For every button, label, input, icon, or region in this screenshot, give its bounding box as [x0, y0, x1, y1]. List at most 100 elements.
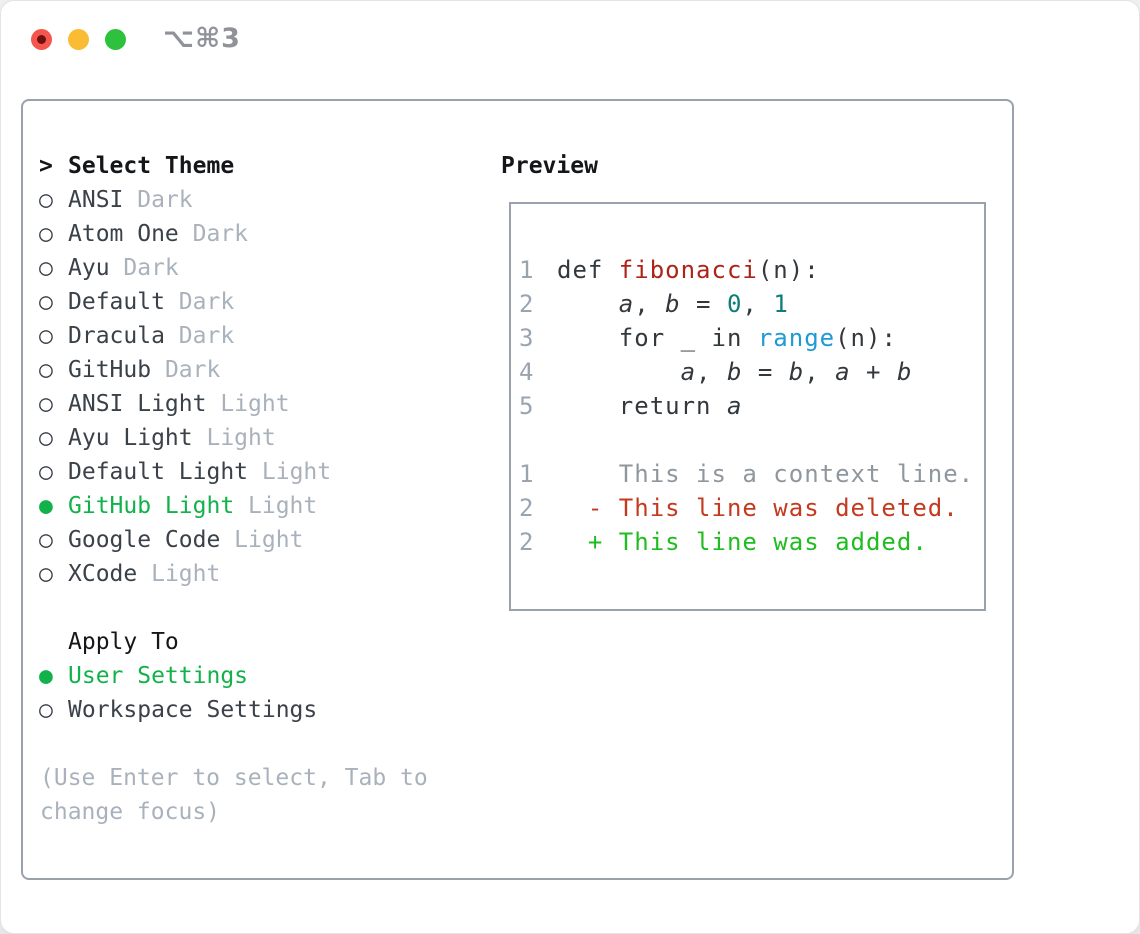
code-token — [557, 290, 619, 318]
theme-item[interactable]: ○Default Dark — [39, 285, 479, 319]
code-token: b — [896, 358, 913, 386]
code-token: a — [618, 290, 635, 318]
radio-icon: ○ — [39, 357, 53, 383]
theme-name: Default Light — [68, 459, 262, 485]
picker-header-row: > Select Theme — [39, 149, 479, 183]
theme-tag: Light — [248, 493, 318, 519]
theme-item[interactable]: ○Default Light Light — [39, 455, 479, 489]
radio-selected-icon: ● — [39, 493, 53, 519]
code-token: (n): — [835, 324, 897, 352]
code-token: 0 — [726, 290, 743, 318]
prompt-caret-icon: > — [39, 153, 53, 179]
code-token: , — [634, 290, 666, 318]
line-number: 1 — [519, 256, 534, 284]
diff-text: - This line was deleted. — [557, 494, 959, 522]
theme-item[interactable]: ○ ANSI Light Light — [39, 387, 479, 421]
theme-item[interactable]: ○ Dracula Dark — [39, 319, 479, 353]
diff-line: 2 + This line was added. — [519, 525, 984, 559]
apply-to-options: ● User Settings ○Workspace Settings — [39, 659, 479, 727]
radio-icon: ○ — [39, 255, 53, 281]
line-number: 2 — [519, 528, 534, 556]
code-line: 4 a, b = b, a + b — [519, 355, 984, 389]
theme-name: Ayu Light — [68, 425, 207, 451]
radio-icon: ○ — [39, 323, 53, 349]
line-number: 4 — [519, 358, 534, 386]
theme-picker-panel: >Select Theme ○ANSI Dark○Atom One Dark○A… — [21, 99, 1014, 880]
window-title: ⌥⌘3 — [163, 23, 241, 54]
code-token: + — [850, 358, 897, 386]
apply-to-option[interactable]: ○Workspace Settings — [39, 693, 479, 727]
code-token: a — [680, 358, 697, 386]
diff-text: This is a context line. — [557, 460, 975, 488]
theme-item[interactable]: ○ANSI Dark — [39, 183, 479, 217]
zoom-button[interactable] — [105, 29, 126, 50]
code-token: , — [696, 358, 727, 386]
code-token: for _ in — [557, 324, 758, 352]
theme-item[interactable]: ○XCode Light — [39, 557, 479, 591]
theme-name: Google Code — [68, 527, 235, 553]
theme-name: ANSI — [68, 187, 138, 213]
theme-item[interactable]: ○ GitHub Dark — [39, 353, 479, 387]
theme-tag: Dark — [164, 357, 221, 383]
radio-icon: ○ — [39, 527, 53, 553]
code-token: a — [726, 392, 743, 420]
theme-tag: Light — [220, 391, 290, 417]
theme-name: ANSI Light — [68, 391, 221, 417]
code-token: 1 — [773, 290, 789, 318]
radio-icon: ○ — [39, 221, 53, 247]
apply-to-header-row: Apply To — [39, 625, 479, 659]
line-number: 2 — [519, 290, 534, 318]
code-line: 2 a, b = 0, 1 — [519, 287, 984, 321]
theme-item[interactable]: ○Ayu Light Light — [39, 421, 479, 455]
theme-item[interactable]: ○ Google Code Light — [39, 523, 479, 557]
titlebar: ⌥⌘3 — [1, 1, 1139, 98]
picker-title: Select Theme — [68, 153, 235, 179]
theme-name: Dracula — [68, 323, 179, 349]
preview-title: Preview — [501, 153, 598, 179]
theme-tag: Light — [151, 561, 221, 587]
code-token: return — [557, 392, 727, 420]
code-token: , — [742, 290, 774, 318]
theme-item[interactable]: ● GitHub Light Light — [39, 489, 479, 523]
diff-text: + This line was added. — [557, 528, 928, 556]
radio-icon: ○ — [39, 187, 53, 213]
spacer — [39, 591, 479, 625]
code-token: fibonacci — [618, 256, 758, 284]
theme-name: GitHub Light — [68, 493, 249, 519]
theme-tag: Dark — [123, 255, 179, 281]
radio-icon: ○ — [39, 459, 53, 485]
radio-selected-icon: ● — [39, 663, 53, 689]
theme-name: Default — [68, 289, 179, 315]
theme-item[interactable]: ○Atom One Dark — [39, 217, 479, 251]
line-number: 2 — [519, 494, 534, 522]
line-number: 1 — [519, 460, 534, 488]
apply-to-option[interactable]: ● User Settings — [39, 659, 479, 693]
theme-list-column: >Select Theme ○ANSI Dark○Atom One Dark○A… — [39, 149, 479, 829]
help-text: (Use Enter to select, Tab to change focu… — [40, 765, 428, 825]
code-line: 5 return a — [519, 389, 984, 423]
code-token: range — [757, 324, 836, 352]
code-token: b — [665, 290, 681, 318]
close-button[interactable] — [31, 29, 52, 50]
minimize-button[interactable] — [68, 29, 89, 50]
diff-preview: 1 This is a context line. 2 - This line w… — [519, 457, 984, 559]
theme-tag: Dark — [192, 221, 249, 247]
theme-tag: Light — [234, 527, 304, 553]
unsaved-dot-icon — [37, 35, 46, 44]
diff-line: 1 This is a context line. — [519, 457, 984, 491]
theme-name: Ayu — [68, 255, 124, 281]
theme-tag: Dark — [178, 323, 235, 349]
code-token: b — [726, 358, 743, 386]
code-token: = — [742, 358, 789, 386]
line-number: 3 — [519, 324, 534, 352]
code-line: 3 for _ in range(n): — [519, 321, 984, 355]
code-token: = — [680, 290, 727, 318]
theme-item[interactable]: ○ Ayu Dark — [39, 251, 479, 285]
code-token — [557, 358, 681, 386]
radio-icon: ○ — [39, 391, 53, 417]
apply-to-label: User Settings — [68, 663, 249, 689]
theme-name: GitHub — [68, 357, 165, 383]
